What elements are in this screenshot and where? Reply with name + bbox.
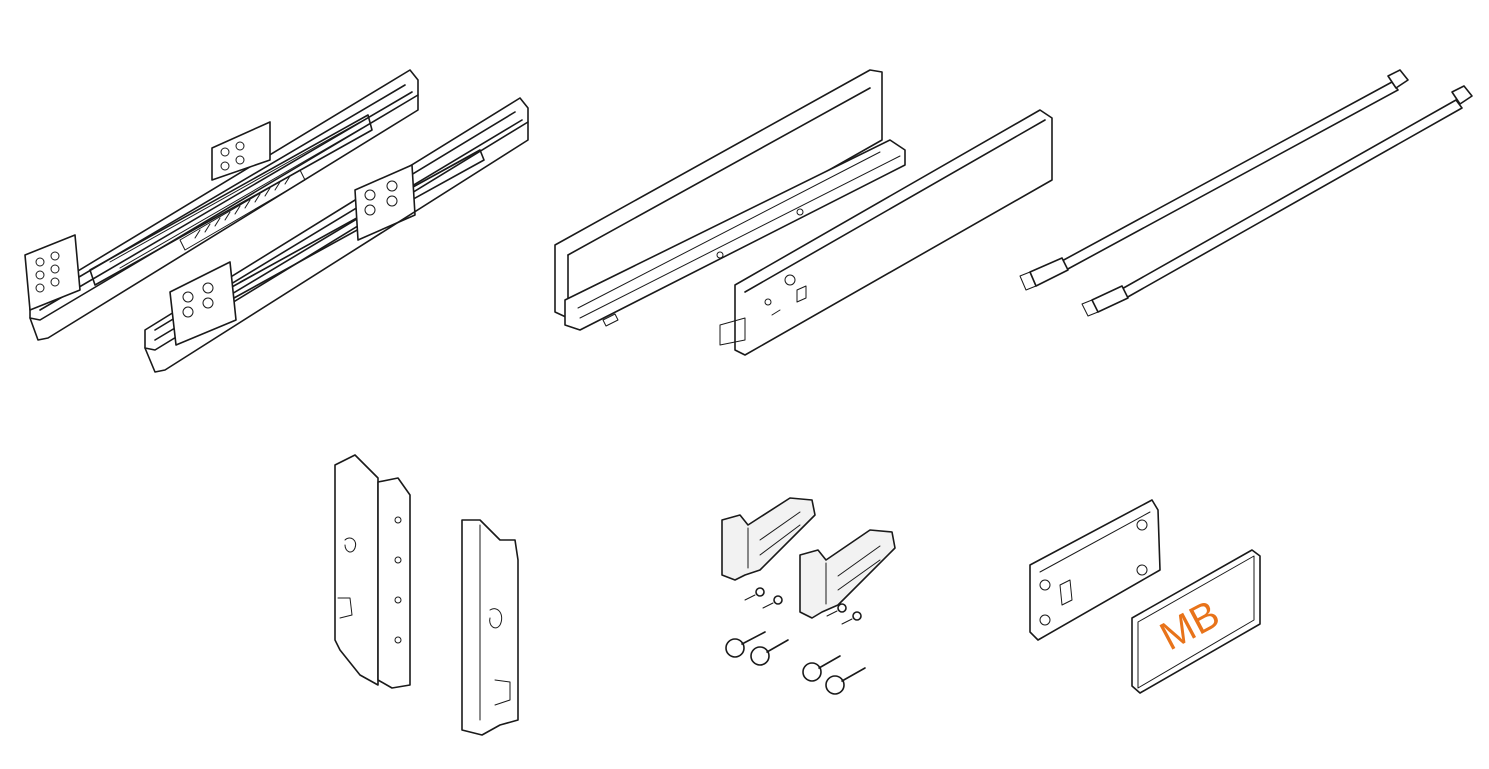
front-fixing-brackets xyxy=(721,497,896,619)
drawer-runners xyxy=(24,69,529,373)
side-panel-front xyxy=(719,109,1053,356)
cap-mounting-plate xyxy=(1029,499,1161,641)
small-screw xyxy=(841,611,862,625)
runner-left xyxy=(24,69,419,341)
drawer-side-panels xyxy=(554,69,1053,356)
cover-cap: MB xyxy=(1029,499,1261,694)
gallery-rails xyxy=(1019,69,1473,317)
small-screw xyxy=(826,603,847,617)
fixing-bracket-left xyxy=(721,497,816,581)
side-panel-back xyxy=(554,69,906,331)
large-screw xyxy=(802,655,841,682)
small-screw xyxy=(744,587,765,601)
gallery-rail-left xyxy=(1019,69,1409,291)
gallery-rail-right xyxy=(1081,85,1473,317)
large-screw xyxy=(725,631,766,658)
large-screw xyxy=(750,639,789,666)
cap-label-plate: MB xyxy=(1131,549,1261,694)
back-brackets xyxy=(334,454,519,736)
runner-right xyxy=(144,97,529,373)
back-bracket-left xyxy=(334,454,411,689)
back-bracket-right xyxy=(461,519,519,736)
fixing-bracket-right xyxy=(799,529,896,619)
small-screw xyxy=(762,595,783,609)
screws xyxy=(725,587,866,695)
large-screw xyxy=(825,667,866,695)
